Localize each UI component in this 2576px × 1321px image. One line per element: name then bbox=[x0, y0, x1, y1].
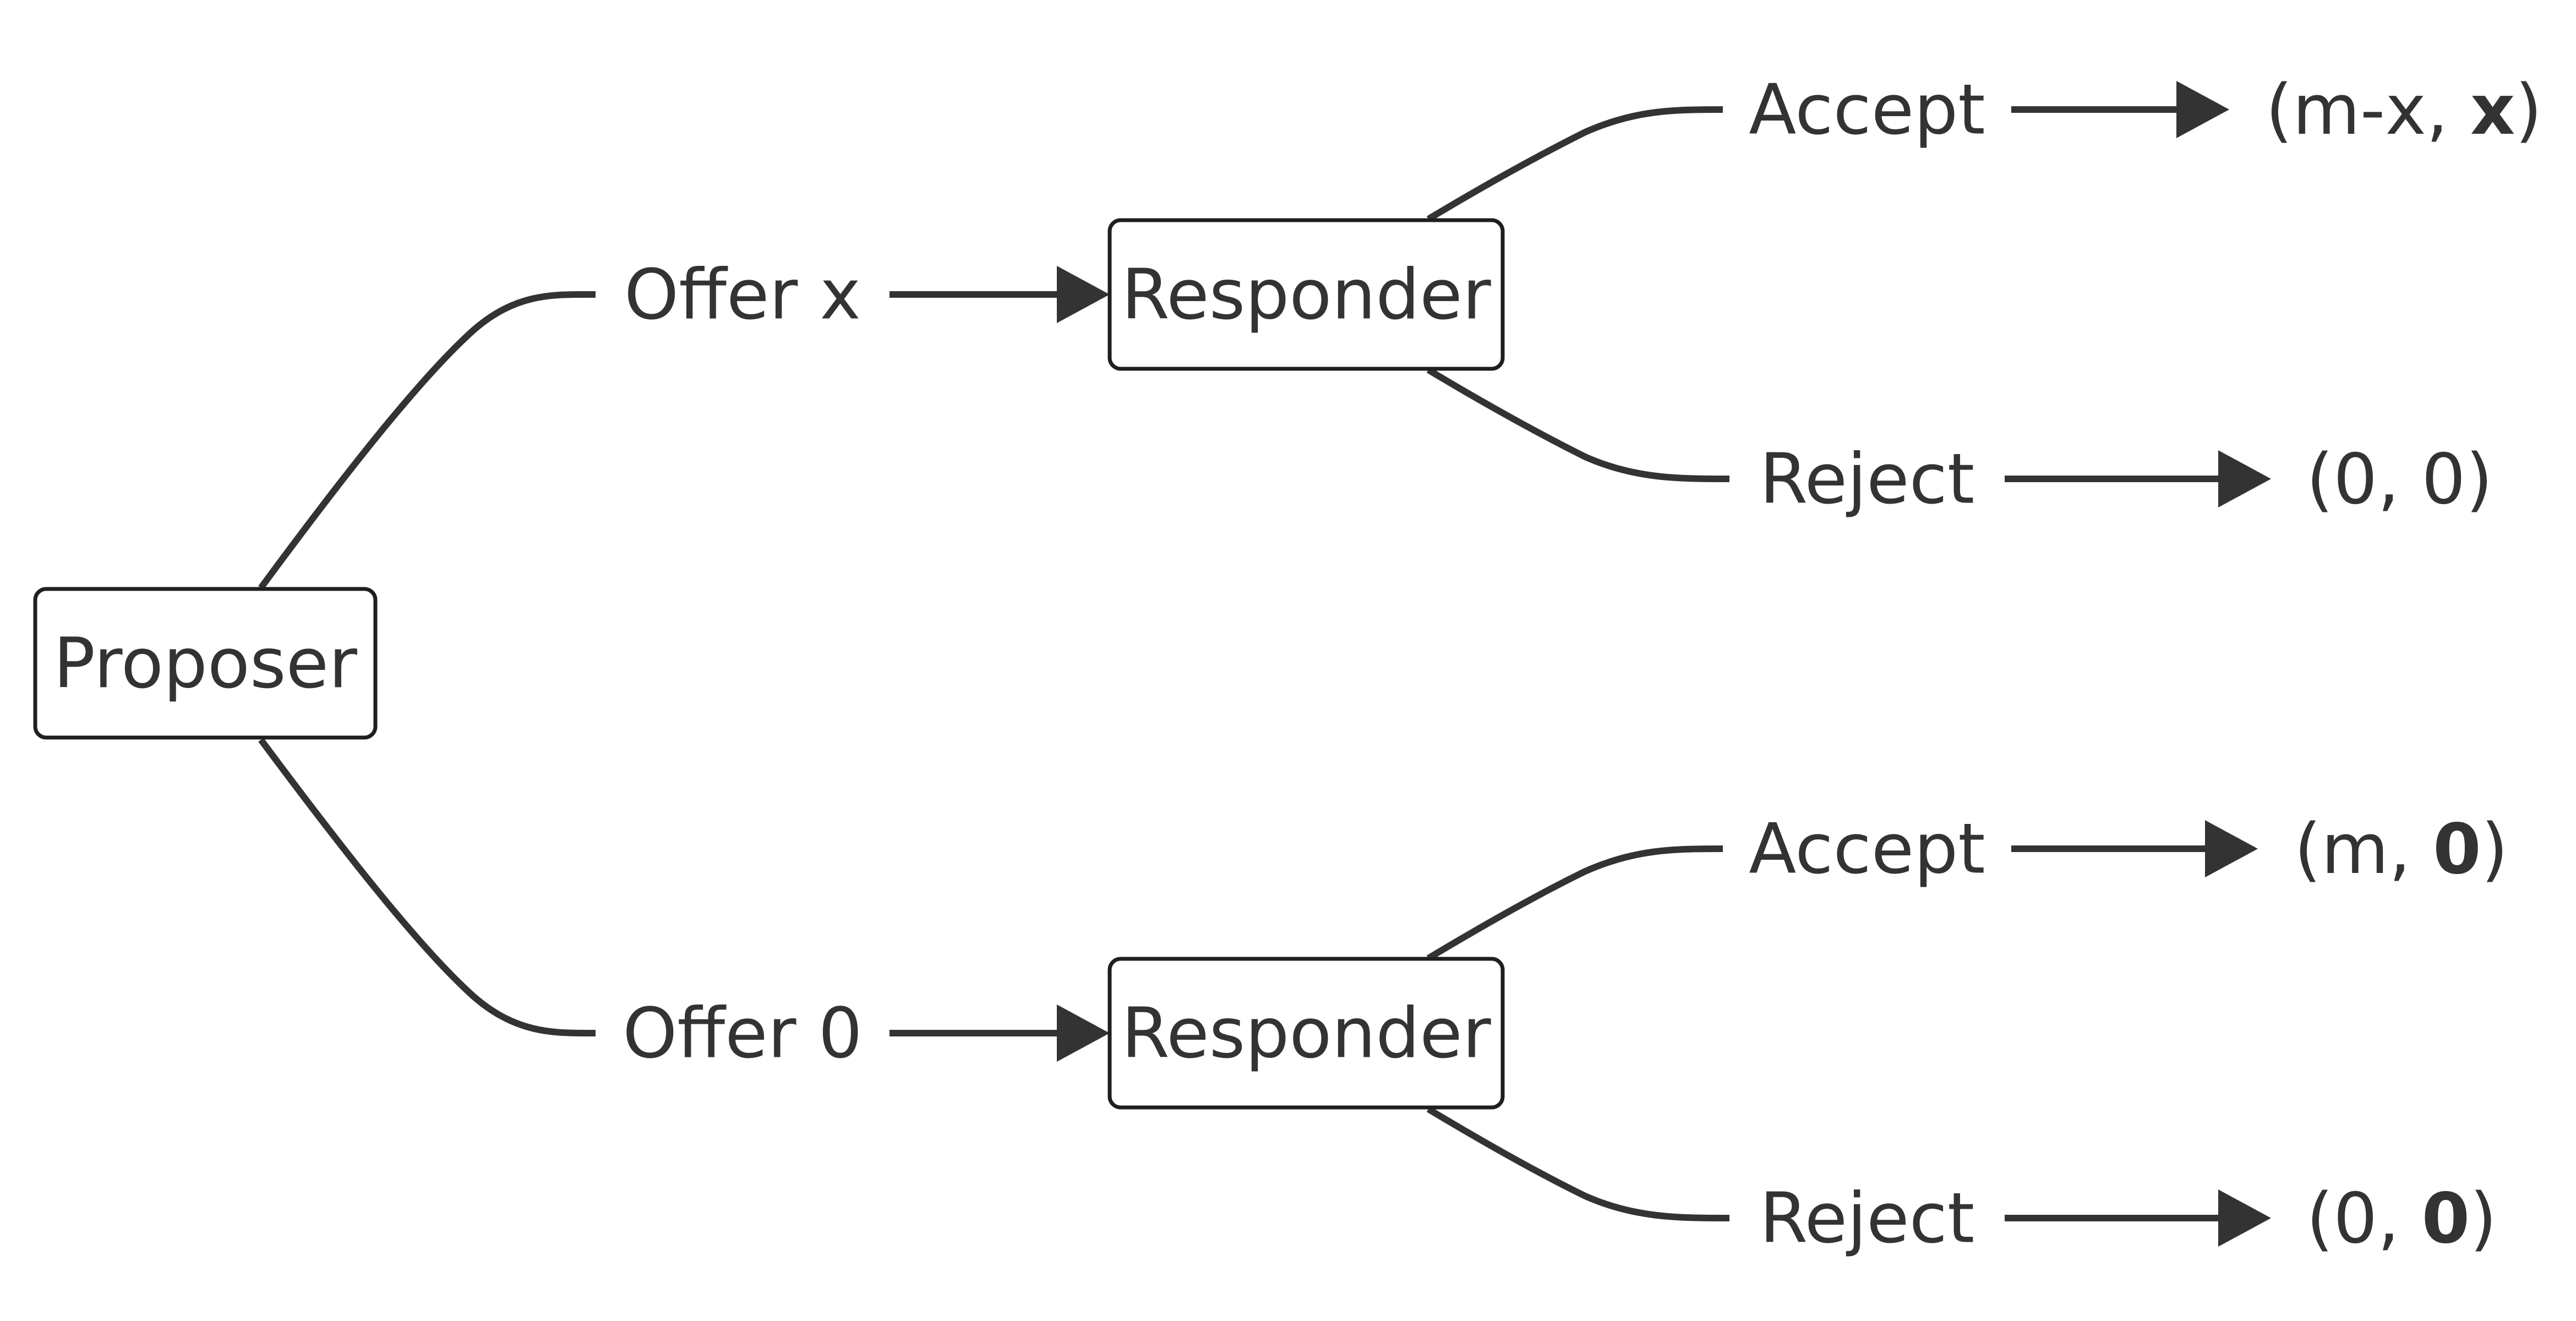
payoff-top-accept: (m-x, x) bbox=[2266, 69, 2542, 150]
edge-proposer-offer-0 bbox=[258, 738, 596, 1037]
payoff-top-reject-text: (0, 0) bbox=[2306, 439, 2493, 520]
arrowhead-offer-0 bbox=[1057, 1005, 1110, 1062]
payoff-bottom-accept: (m, 0) bbox=[2294, 809, 2508, 889]
edge-proposer-offer-x bbox=[258, 291, 596, 590]
top-accept-label: Accept bbox=[1749, 69, 1985, 150]
arrowhead-bottom-accept bbox=[2205, 820, 2258, 877]
node-proposer-label: Proposer bbox=[53, 623, 357, 704]
payoff-bottom-accept-close: ) bbox=[2481, 809, 2508, 889]
node-responder-bottom-label: Responder bbox=[1121, 993, 1491, 1074]
offer-0-label: Offer 0 bbox=[623, 993, 863, 1074]
payoff-top-accept-open: (m-x, bbox=[2266, 69, 2470, 150]
edge-responder-top-accept bbox=[1426, 106, 1723, 222]
edge-responder-bottom-reject bbox=[1426, 1106, 1730, 1221]
top-reject-label: Reject bbox=[1760, 439, 1975, 520]
payoff-bottom-reject-close: ) bbox=[2470, 1178, 2497, 1259]
arrowhead-top-accept bbox=[2176, 81, 2229, 138]
bottom-accept-label: Accept bbox=[1749, 809, 1985, 889]
edges bbox=[258, 106, 1730, 1221]
payoff-top-accept-bold: x bbox=[2470, 69, 2515, 150]
payoff-bottom-accept-bold: 0 bbox=[2433, 809, 2481, 889]
node-responder-top-box bbox=[1107, 218, 1505, 371]
arrowhead-offer-x bbox=[1057, 266, 1110, 323]
node-proposer-box bbox=[33, 587, 378, 740]
payoff-bottom-reject: (0, 0) bbox=[2306, 1178, 2497, 1259]
edge-responder-top-reject bbox=[1426, 367, 1730, 482]
payoff-bottom-reject-bold: 0 bbox=[2421, 1178, 2470, 1259]
arrowhead-bottom-reject bbox=[2218, 1189, 2271, 1247]
bottom-reject-label: Reject bbox=[1760, 1178, 1975, 1259]
node-responder-top-label: Responder bbox=[1121, 254, 1491, 335]
payoff-bottom-reject-open: (0, bbox=[2306, 1178, 2421, 1259]
node-responder-top: Responder bbox=[1107, 218, 1505, 371]
payoff-top-accept-close: ) bbox=[2515, 69, 2542, 150]
node-responder-bottom: Responder bbox=[1107, 957, 1505, 1110]
edge-responder-bottom-accept bbox=[1426, 845, 1723, 962]
arrows bbox=[889, 81, 2271, 1247]
payoff-bottom-accept-open: (m, bbox=[2294, 809, 2433, 889]
node-proposer: Proposer bbox=[33, 587, 378, 740]
payoff-top-reject: (0, 0) bbox=[2306, 439, 2493, 520]
arrowhead-top-reject bbox=[2218, 450, 2271, 507]
node-responder-bottom-box bbox=[1107, 957, 1505, 1110]
offer-x-label: Offer x bbox=[624, 254, 861, 335]
